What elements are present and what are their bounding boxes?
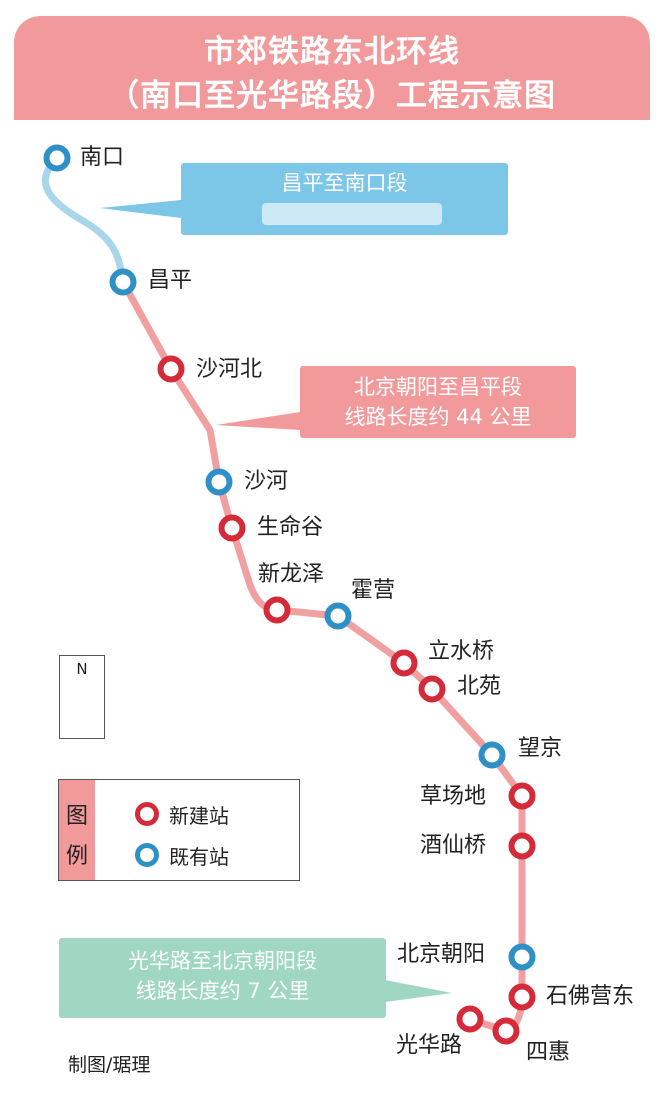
station-label-shengminggu: 生命谷 [257,515,324,540]
station-label-jiuxianqiao: 酒仙桥 [420,833,487,858]
station-label-changping: 昌平 [148,268,193,293]
station-label-shahe: 沙河 [244,469,289,494]
new-station-marker [263,596,291,624]
compass-north-label: N [76,660,88,678]
route-segment-existing [42,154,127,286]
callout-blue-blurred-text [262,203,442,225]
existing-station-marker [478,741,506,769]
existing-station-marker [109,268,137,296]
callout-red-line2: 线路长度约 44 公里 [344,405,532,429]
callout-red: 北京朝阳至昌平段 线路长度约 44 公里 [300,372,576,432]
new-station-marker [508,782,536,810]
compass: N [59,655,105,739]
station-label-lishuiqiao: 立水桥 [428,639,495,664]
callout-blue-line1: 昌平至南口段 [281,171,408,195]
map-credit: 制图/琚理 [68,1054,151,1076]
station-label-nankou: 南口 [80,145,125,170]
legend-title-bottom: 例 [65,844,88,869]
station-label-shahebei: 沙河北 [196,357,263,382]
new-station-marker [492,1017,520,1045]
new-station-marker [157,355,185,383]
new-station-marker [218,514,246,542]
callout-green-pointer [385,980,452,1002]
title-line-1: 市郊铁路东北环线 [204,34,460,70]
station-label-beijingchaoyang: 北京朝阳 [397,942,486,967]
callout-red-line1: 北京朝阳至昌平段 [354,375,522,399]
station-label-huoying: 霍营 [351,578,396,603]
legend-new-station-label: 新建站 [169,804,229,828]
legend-existing-station-label: 既有站 [169,845,229,869]
station-label-xinlongze: 新龙泽 [258,562,325,587]
legend-title-top: 图 [65,804,88,829]
existing-station-marker [205,468,233,496]
station-label-guanghualu: 光华路 [396,1033,463,1058]
title-banner: 市郊铁路东北环线 （南口至光华路段）工程示意图 [14,16,650,120]
station-label-wangjing: 望京 [518,736,563,761]
callout-red-pointer [216,412,300,430]
station-label-sihui: 四惠 [526,1040,571,1065]
station-label-caochangdi: 草场地 [420,784,487,809]
new-station-marker [456,1005,484,1033]
station-markers [43,144,536,1045]
legend-new-station-icon [135,802,159,826]
existing-station-marker [324,602,352,630]
new-station-marker [390,649,418,677]
legend-existing-station-icon [135,843,159,867]
new-station-marker [508,983,536,1011]
existing-station-marker [43,144,71,172]
existing-station-marker [508,943,536,971]
new-station-marker [508,832,536,860]
legend-title-tab: 图 例 [59,780,95,880]
station-label-beiyuan: 北苑 [457,674,502,699]
callout-green: 光华路至北京朝阳段 线路长度约 7 公里 [59,946,386,1006]
callout-green-line1: 光华路至北京朝阳段 [128,949,317,973]
title-line-2: （南口至光华路段）工程示意图 [108,78,556,114]
callout-blue-pointer [100,200,181,218]
legend: 图 例 新建站 既有站 [58,779,300,881]
new-station-marker [418,675,446,703]
callout-green-line2: 线路长度约 7 公里 [135,979,310,1003]
callout-green-box [59,938,386,1018]
callout-red-box [300,366,576,438]
callout-blue: 昌平至南口段 [181,168,508,198]
station-label-shifoyingdong: 石佛营东 [546,984,635,1009]
